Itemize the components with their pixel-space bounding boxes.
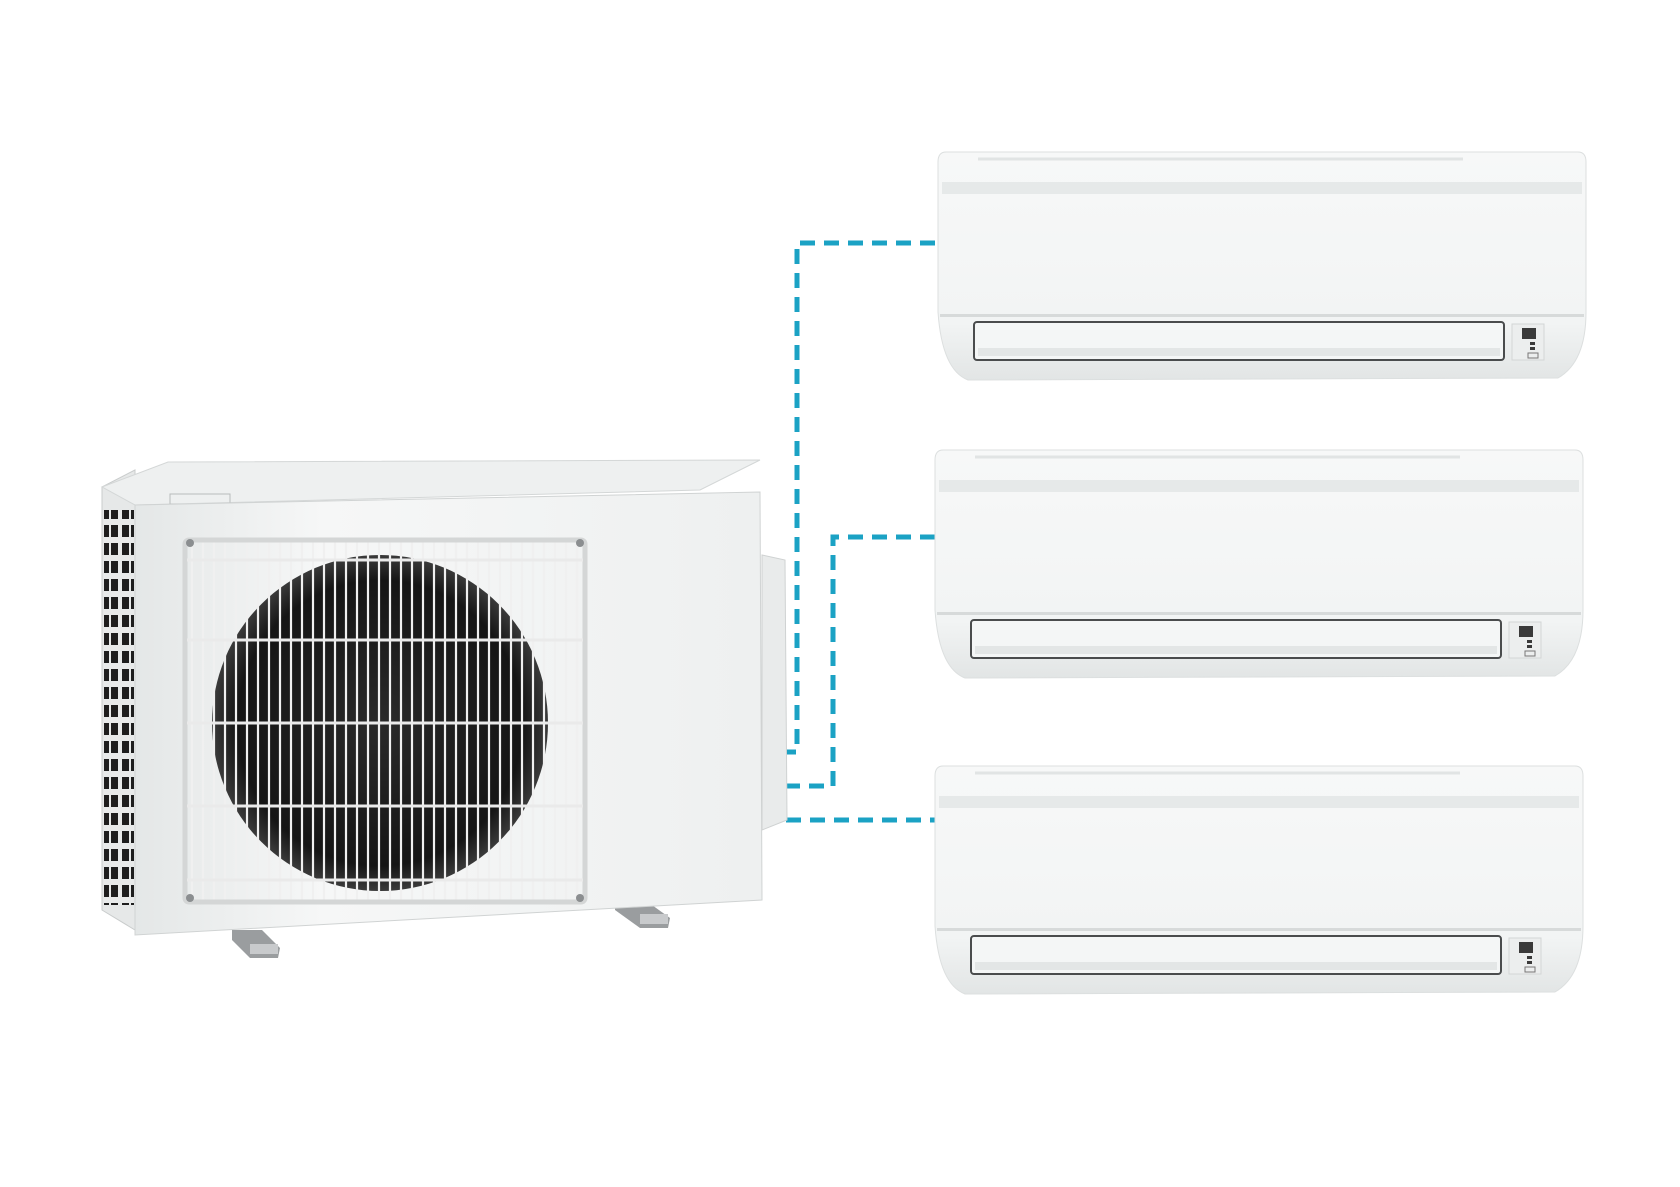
indoor-unit-3 <box>934 765 1584 995</box>
connection-lines <box>786 240 935 823</box>
mounting-foot-left <box>232 930 280 958</box>
side-vents <box>104 510 134 905</box>
indoor-unit-2 <box>934 449 1584 679</box>
outdoor-unit <box>100 459 788 958</box>
connection-line-indoor-2 <box>786 534 935 789</box>
display-panel <box>1508 621 1542 659</box>
fan-grille <box>182 537 588 905</box>
display-panel <box>1508 937 1542 975</box>
connection-line-indoor-1 <box>786 240 935 755</box>
indoor-unit-1 <box>937 151 1587 381</box>
display-panel <box>1511 323 1545 361</box>
indoor-units <box>934 151 1587 995</box>
